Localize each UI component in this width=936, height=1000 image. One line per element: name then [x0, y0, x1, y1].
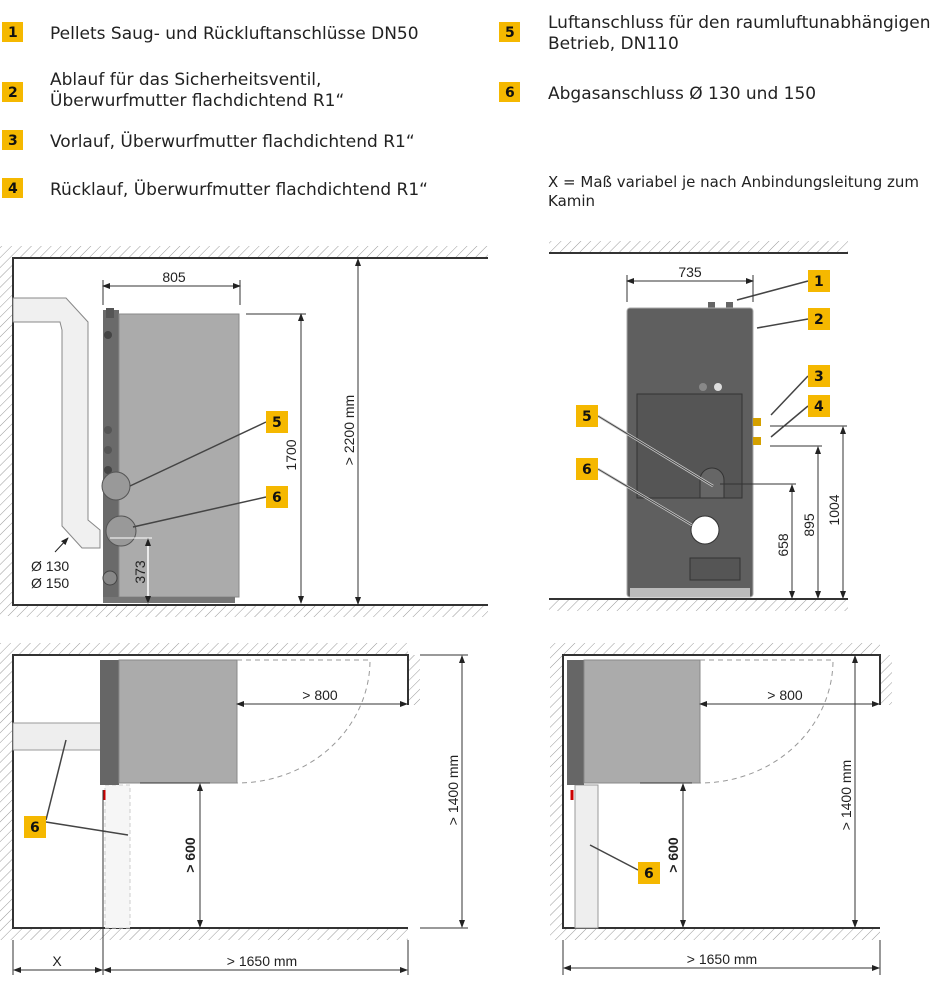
- badge-4: [2, 178, 23, 198]
- callout-number: 3: [814, 369, 824, 385]
- badge-number: 4: [8, 181, 18, 197]
- callout-6: [576, 458, 598, 480]
- pipe-diameter: Ø 150: [31, 575, 69, 591]
- door-swing: [699, 659, 834, 784]
- chimney-pipe: [104, 784, 131, 929]
- badge-6: [499, 82, 520, 102]
- top-view-left: > 800 > 600 > 1400 mm 6 X > 1650 mm: [0, 643, 468, 975]
- badge-1: [2, 22, 23, 42]
- room-outline: [12, 257, 488, 606]
- badge-3: [2, 130, 23, 150]
- boiler-side: [100, 660, 119, 785]
- boiler-top: [583, 659, 701, 784]
- flue-pipe: [12, 297, 101, 549]
- callout-number: 1: [814, 274, 824, 290]
- legend-text: Abgasanschluss Ø 130 und 150: [548, 84, 816, 104]
- pipe-diameter: Ø 130: [31, 558, 69, 574]
- callout-6: [638, 862, 660, 884]
- badge-2: [2, 82, 23, 102]
- dim-flue-height: 373: [132, 560, 148, 584]
- dim-x: X: [52, 953, 62, 969]
- badge-number: 6: [505, 85, 515, 101]
- legend-item-6: 6 Abgasanschluss Ø 130 und 150: [499, 82, 816, 104]
- dim-width: 735: [678, 264, 702, 280]
- callout-number: 6: [272, 490, 282, 506]
- legend-text: Pellets Saug- und Rückluftanschlüsse DN5…: [50, 24, 419, 44]
- ceiling-hatch: [549, 241, 848, 253]
- callout-number: 6: [644, 866, 654, 882]
- legend-item-5: 5 Luftanschluss für den raumluftunabhäng…: [499, 13, 931, 54]
- air-connection: [101, 471, 131, 501]
- boiler-side-panel: [103, 310, 119, 602]
- callout-2: [808, 308, 830, 330]
- dim-room-width: > 1650 mm: [227, 953, 297, 969]
- chimney-pipe: [574, 784, 599, 929]
- callout-5: [266, 411, 288, 433]
- badge-number: 5: [505, 25, 515, 41]
- dim-air-height: 658: [775, 533, 791, 557]
- back-view: 1 2 3 4 5 6 735 658 895 1004: [549, 241, 848, 611]
- side-view: 5 6 805 1700 > 2200 mm 373 Ø 130 Ø 150: [0, 246, 488, 617]
- dim-front-clearance: > 600: [182, 837, 198, 873]
- legend-item-2: 2 Ablauf für das Sicherheitsventil, Über…: [2, 70, 344, 111]
- legend-text: Überwurfmutter flachdichtend R1“: [50, 89, 344, 111]
- flue-connection: [105, 515, 137, 547]
- boiler-base: [103, 597, 235, 603]
- legend-text: Ablauf für das Sicherheitsventil,: [50, 70, 321, 90]
- legend-item-4: 4 Rücklauf, Überwurfmutter flachdichtend…: [2, 178, 428, 200]
- callout-number: 5: [272, 415, 282, 431]
- dim-return-height: 895: [801, 513, 817, 537]
- callout-number: 6: [582, 462, 592, 478]
- dim-height: 1700: [283, 439, 299, 470]
- dim-room-width: > 1650 mm: [687, 951, 757, 967]
- dim-width: 805: [162, 269, 186, 285]
- boiler-connector: [106, 308, 114, 318]
- badge-number: 1: [8, 25, 18, 41]
- legend-text: Vorlauf, Überwurfmutter flachdichtend R1…: [50, 130, 415, 152]
- wall-hatch: [0, 246, 13, 616]
- callout-6: [266, 486, 288, 508]
- x-note: Kamin: [548, 192, 595, 210]
- dim-front-clearance: > 600: [665, 837, 681, 873]
- callout-number: 5: [582, 409, 592, 425]
- door-swing: [236, 659, 371, 784]
- callout-number: 2: [814, 312, 824, 328]
- boiler-body: [118, 313, 240, 598]
- badge-5: [499, 22, 520, 42]
- callout-6: [24, 816, 46, 838]
- floor-hatch: [13, 605, 488, 617]
- floor-hatch: [549, 599, 848, 611]
- x-note: X = Maß variabel je nach Anbindungsleitu…: [548, 173, 919, 191]
- dim-flow-height: 1004: [826, 494, 842, 525]
- flue-pipe: [12, 722, 102, 751]
- boiler-side: [567, 660, 584, 785]
- legend-item-1: 1 Pellets Saug- und Rückluftanschlüsse D…: [2, 22, 419, 44]
- boiler-top: [118, 659, 238, 784]
- callout-number: 4: [814, 399, 824, 415]
- dim-door-clearance: > 800: [302, 687, 338, 703]
- callout-4: [808, 395, 830, 417]
- legend-text: Betrieb, DN110: [548, 34, 679, 54]
- dim-depth: > 1400 mm: [445, 755, 461, 825]
- top-view-right: > 800 > 600 > 1400 mm 6 > 1650 mm: [550, 643, 892, 975]
- legend-text: Luftanschluss für den raumluftunabhängig…: [548, 13, 931, 33]
- legend: 1 Pellets Saug- und Rückluftanschlüsse D…: [2, 13, 931, 210]
- callout-3: [808, 365, 830, 387]
- legend-text: Rücklauf, Überwurfmutter flachdichtend R…: [50, 178, 428, 200]
- flue-outlet: [690, 515, 720, 545]
- dim-depth: > 1400 mm: [838, 760, 854, 830]
- callout-5: [576, 405, 598, 427]
- ceiling-hatch: [13, 246, 488, 258]
- back-panel: [636, 393, 743, 499]
- badge-number: 2: [8, 85, 18, 101]
- legend-item-3: 3 Vorlauf, Überwurfmutter flachdichtend …: [2, 130, 415, 152]
- dim-door-clearance: > 800: [767, 687, 803, 703]
- badge-number: 3: [8, 133, 18, 149]
- room-outline: [12, 654, 409, 929]
- room-outline: [562, 654, 881, 929]
- dim-room-height: > 2200 mm: [341, 395, 357, 465]
- callout-number: 6: [30, 820, 40, 836]
- callout-1: [808, 270, 830, 292]
